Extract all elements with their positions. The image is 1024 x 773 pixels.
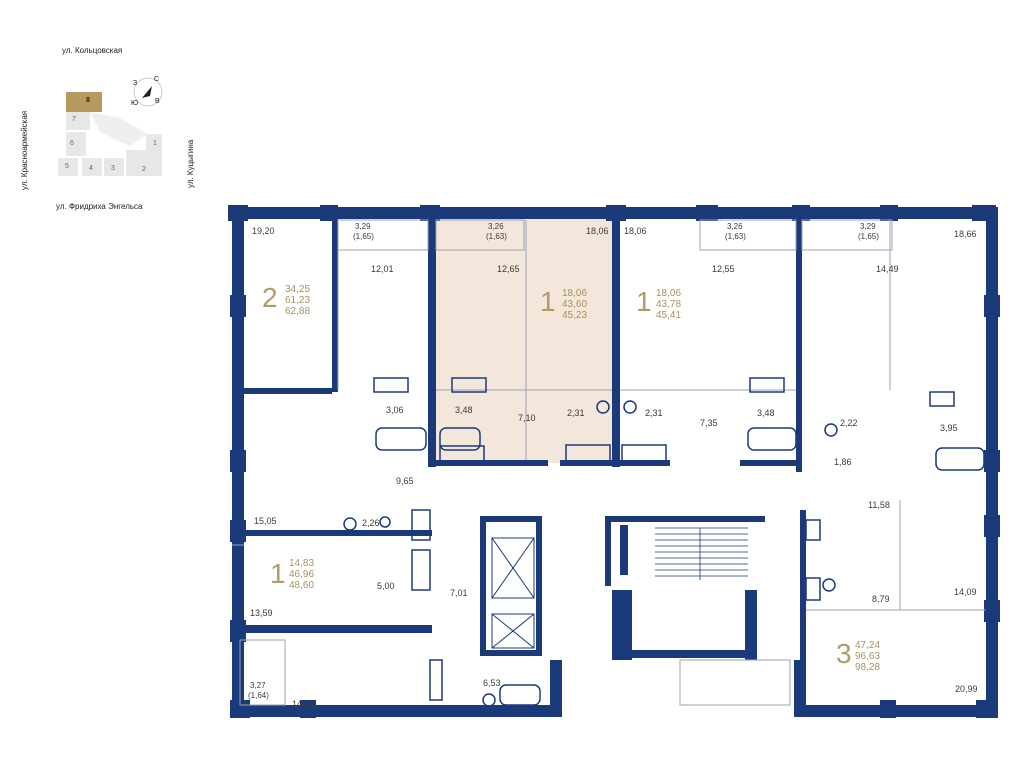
site-section: 5 xyxy=(65,163,69,170)
site-section: 3 xyxy=(111,165,115,172)
room-area-label: 3,95 xyxy=(940,423,958,433)
room-area-label: 2,26 xyxy=(362,518,380,528)
site-section: 6 xyxy=(70,140,74,147)
apartment-rooms[interactable]: 3 xyxy=(836,638,852,669)
partitions xyxy=(232,219,986,706)
living-area: 18,06 xyxy=(656,288,682,299)
room-area-label: 7,35 xyxy=(700,418,718,428)
room-area-label: 3,06 xyxy=(386,405,404,415)
site-section: 2 xyxy=(142,166,146,173)
room-area-label: (1,63) xyxy=(486,232,507,241)
total-area: 43,60 xyxy=(562,299,588,310)
room-area-label: 3,29 xyxy=(355,222,371,231)
living-area: 34,25 xyxy=(285,284,311,295)
room-area-label: 11,58 xyxy=(868,500,890,510)
room-area-label: 12,65 xyxy=(497,264,520,274)
room-area-label: 2,31 xyxy=(645,408,663,418)
total-area: 43,78 xyxy=(656,299,682,310)
room-area-label: 2,22 xyxy=(840,418,858,428)
fixtures xyxy=(343,377,985,707)
living-area: 14,83 xyxy=(289,558,315,569)
room-area-label: 3,48 xyxy=(455,405,473,415)
room-area-label: 9,65 xyxy=(396,476,414,486)
apartment-areas: 47,24 96,63 98,28 xyxy=(855,640,880,673)
compass-north: С xyxy=(154,76,160,83)
room-area-label: 6,53 xyxy=(483,678,501,688)
room-area-label: 15,05 xyxy=(254,516,277,526)
apartment-areas: 14,83 46,96 48,60 xyxy=(289,558,314,591)
total-area-with-balcony: 98,28 xyxy=(855,662,881,673)
room-area-label: 20,99 xyxy=(955,684,978,694)
total-area-with-balcony: 48,60 xyxy=(289,580,315,591)
total-area-with-balcony: 62,88 xyxy=(285,306,311,317)
selected-apartment-fill[interactable] xyxy=(434,218,614,463)
room-area-label: (1,65) xyxy=(858,232,879,241)
apartment-areas: 18,06 43,60 45,23 xyxy=(562,288,587,321)
room-area-label: (1,63) xyxy=(725,232,746,241)
outer-walls xyxy=(228,205,1000,718)
room-area-label: 14,83 xyxy=(292,699,315,709)
street-east: ул. Куцыгина xyxy=(186,139,195,188)
room-area-label: 3,29 xyxy=(860,222,876,231)
street-north: ул. Кольцовская xyxy=(62,46,123,55)
room-area-label: 3,48 xyxy=(757,408,775,418)
room-area-label: 7,01 xyxy=(450,588,468,598)
apartment-rooms[interactable]: 1 xyxy=(636,286,652,317)
apartment-rooms[interactable]: 1 xyxy=(540,286,556,317)
site-current-section: 8 xyxy=(86,97,90,104)
room-area-label: 12,55 xyxy=(712,264,735,274)
living-area: 18,06 xyxy=(562,288,588,299)
room-area-label: 2,31 xyxy=(567,408,585,418)
room-area-label: 18,66 xyxy=(954,229,977,239)
room-area-label: 8,79 xyxy=(872,594,890,604)
stairs xyxy=(655,527,748,580)
apartment-rooms[interactable]: 1 xyxy=(270,558,286,589)
room-area-label: 3,27 xyxy=(250,681,266,690)
street-west: ул. Красноармейская xyxy=(20,110,29,190)
room-area-label: 19,20 xyxy=(252,226,275,236)
total-area-with-balcony: 45,23 xyxy=(562,310,588,321)
apartment-areas: 34,25 61,23 62,88 xyxy=(285,284,310,317)
compass-south: Ю xyxy=(131,100,139,107)
compass-west: З xyxy=(133,80,138,87)
site-section: 7 xyxy=(72,116,76,123)
total-area: 61,23 xyxy=(285,295,311,306)
room-area-label: 3,26 xyxy=(727,222,743,231)
apartment-areas: 18,06 43,78 45,41 xyxy=(656,288,681,321)
street-south: ул. Фридриха Энгельса xyxy=(56,202,143,211)
room-area-label: 12,01 xyxy=(371,264,394,274)
room-area-label: (1,64) xyxy=(248,691,269,700)
compass-east: В xyxy=(155,98,160,105)
apartment-rooms[interactable]: 2 xyxy=(262,282,278,313)
total-area-with-balcony: 45,41 xyxy=(656,310,682,321)
room-area-label: 1,86 xyxy=(834,457,852,467)
room-area-label: (1,65) xyxy=(353,232,374,241)
room-area-label: 18,06 xyxy=(624,226,647,236)
site-plan xyxy=(58,77,163,176)
room-area-label: 14,09 xyxy=(954,587,977,597)
room-area-label: 18,06 xyxy=(586,226,609,236)
room-area-label: 7,10 xyxy=(518,413,536,423)
total-area: 96,63 xyxy=(855,651,881,662)
site-section: 4 xyxy=(89,165,93,172)
living-area: 47,24 xyxy=(855,640,881,651)
room-area-label: 5,00 xyxy=(377,581,395,591)
room-area-label: 3,26 xyxy=(488,222,504,231)
room-area-label: 13,59 xyxy=(250,608,273,618)
total-area: 46,96 xyxy=(289,569,315,580)
site-section: 1 xyxy=(153,140,157,147)
elevators xyxy=(491,537,535,649)
room-area-label: 14,49 xyxy=(876,264,899,274)
